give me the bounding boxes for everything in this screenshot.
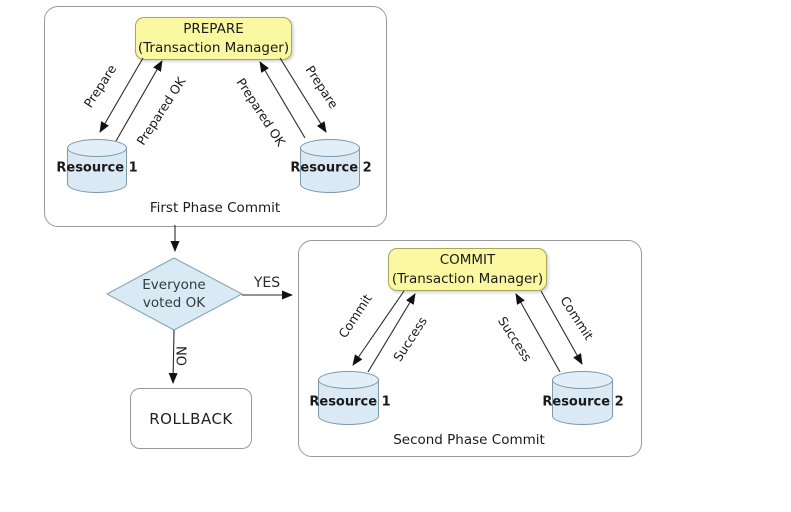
phase2-caption: Second Phase Commit bbox=[393, 432, 545, 448]
phase1-resource1-cylinder bbox=[67, 139, 127, 193]
phase1-resource2-cylinder bbox=[300, 139, 360, 193]
rollback-label: ROLLBACK bbox=[149, 409, 233, 428]
cylinder-top bbox=[552, 371, 613, 389]
decision-text: Everyone voted OK bbox=[142, 276, 206, 312]
prepare-title: PREPARE bbox=[183, 20, 244, 37]
phase2-resource2-label: Resource 2 bbox=[542, 394, 624, 410]
decision-line1: Everyone bbox=[142, 277, 206, 293]
phase2-resource2-cylinder bbox=[552, 371, 613, 425]
prepare-subtitle: (Transaction Manager) bbox=[137, 39, 290, 56]
decision-line2: voted OK bbox=[142, 295, 206, 311]
cylinder-top bbox=[67, 139, 127, 157]
commit-title: COMMIT bbox=[439, 251, 496, 268]
commit-subtitle: (Transaction Manager) bbox=[391, 270, 544, 287]
cylinder-top bbox=[318, 371, 379, 389]
no-label: NO bbox=[172, 346, 188, 366]
commit-manager-box: COMMIT (Transaction Manager) bbox=[388, 248, 547, 291]
phase1-resource2-label: Resource 2 bbox=[290, 160, 372, 176]
rollback-box: ROLLBACK bbox=[130, 388, 252, 449]
phase1-resource1-label: Resource 1 bbox=[56, 160, 138, 176]
phase2-resource1-label: Resource 1 bbox=[309, 394, 391, 410]
yes-label: YES bbox=[253, 275, 281, 291]
prepare-manager-box: PREPARE (Transaction Manager) bbox=[135, 17, 292, 60]
cylinder-top bbox=[300, 139, 360, 157]
phase2-resource1-cylinder bbox=[318, 371, 379, 425]
phase1-caption: First Phase Commit bbox=[149, 200, 281, 216]
